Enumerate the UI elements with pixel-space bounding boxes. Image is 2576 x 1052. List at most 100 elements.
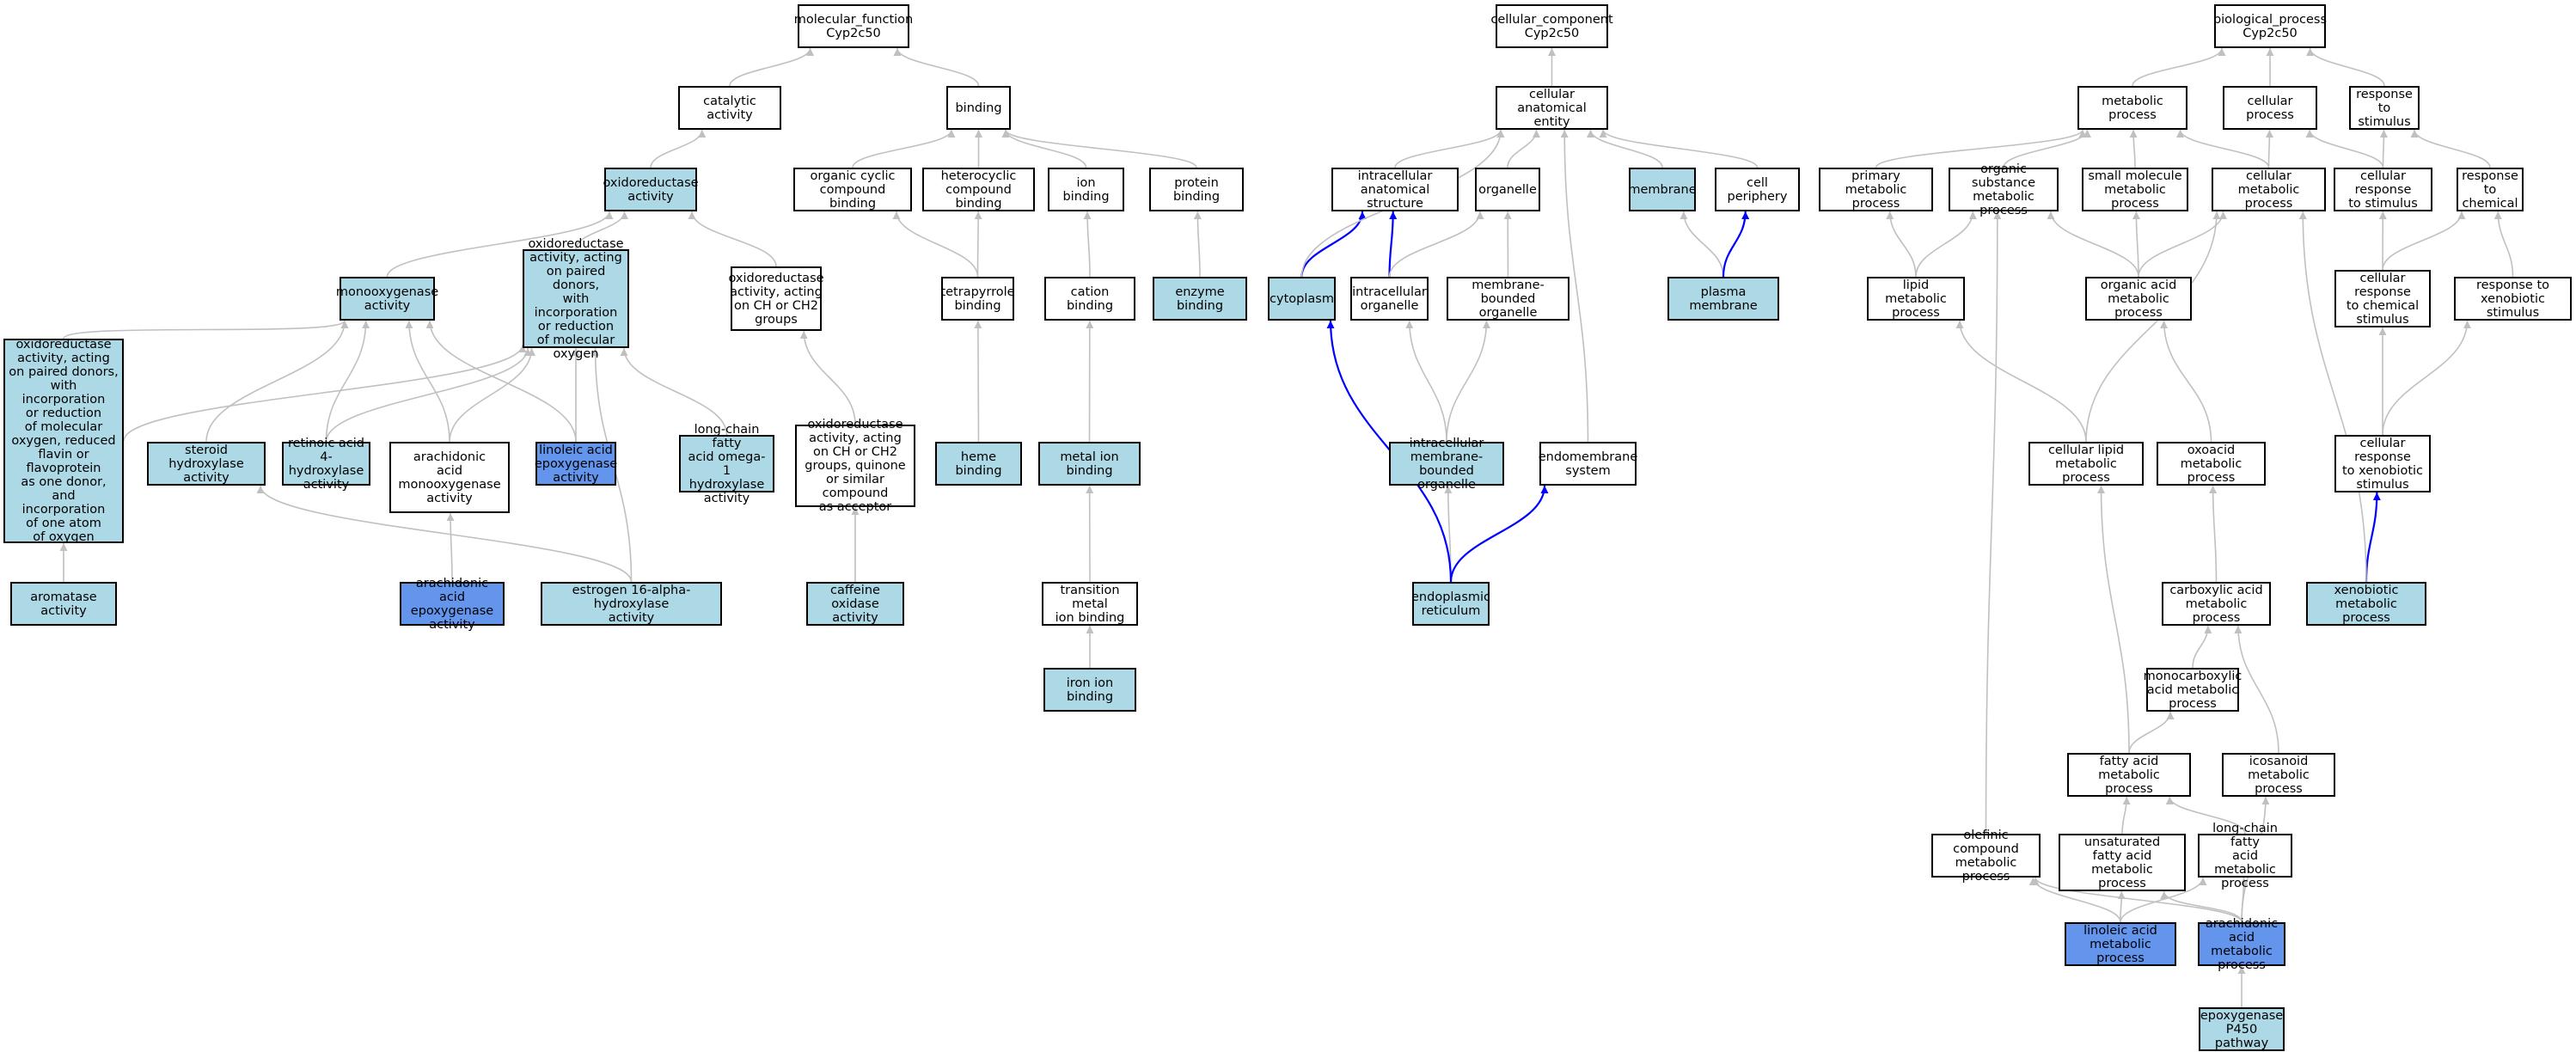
go-term-node[interactable]: molecular_function Cyp2c50: [794, 4, 913, 48]
is-a-edge: [1915, 211, 1977, 278]
is-a-edge: [974, 320, 982, 443]
go-term-node[interactable]: heterocyclic compound binding: [922, 168, 1035, 211]
go-term-node[interactable]: cellular response to chemical stimulus: [2334, 270, 2431, 327]
is-a-edge: [2047, 211, 2139, 278]
is-a-edge: [1560, 129, 1589, 443]
is-a-edge: [405, 320, 450, 443]
go-term-node[interactable]: response to stimulus: [2349, 86, 2420, 130]
go-term-node[interactable]: organic substance metabolic process: [1949, 162, 2059, 217]
go-term-node[interactable]: oxidoreductase activity, acting on paire…: [3, 338, 124, 544]
go-term-node[interactable]: oxidoreductase activity: [603, 168, 699, 211]
go-term-node[interactable]: cellular metabolic process: [2212, 168, 2326, 211]
go-term-node[interactable]: organic cyclic compound binding: [793, 168, 912, 211]
go-term-node[interactable]: cellular_component Cyp2c50: [1490, 4, 1613, 48]
go-term-node[interactable]: primary metabolic process: [1819, 168, 1933, 211]
is-a-edge: [2117, 890, 2126, 923]
go-term-node[interactable]: response to xenobiotic stimulus: [2454, 277, 2572, 321]
go-term-node[interactable]: monocarboxylic acid metabolic process: [2143, 668, 2243, 712]
go-term-node[interactable]: cytoplasm: [1268, 277, 1336, 321]
is-a-edge: [1405, 320, 1447, 443]
is-a-edge: [1507, 129, 1540, 168]
is-a-edge: [1001, 129, 1087, 168]
is-a-edge: [1388, 211, 1398, 278]
is-a-edge: [2120, 877, 2207, 923]
go-term-node[interactable]: intracellular anatomical structure: [1331, 168, 1459, 211]
go-term-node[interactable]: cellular process: [2223, 86, 2317, 130]
go-term-node[interactable]: protein binding: [1149, 168, 1244, 211]
is-a-edge: [1388, 211, 1484, 278]
is-a-edge: [2176, 129, 2270, 168]
go-term-node[interactable]: cellular response to stimulus: [2334, 168, 2432, 211]
go-term-node[interactable]: iron ion binding: [1043, 668, 1136, 712]
is-a-edge: [1886, 211, 1917, 278]
go-term-node[interactable]: aromatase activity: [10, 582, 117, 626]
go-term-node[interactable]: estrogen 16-alpha-hydroxylase activity: [541, 582, 722, 626]
go-term-node[interactable]: endomembrane system: [1539, 442, 1637, 486]
go-term-node[interactable]: metabolic process: [2077, 86, 2187, 130]
go-term-node[interactable]: biological_process Cyp2c50: [2213, 4, 2327, 48]
go-term-node[interactable]: unsaturated fatty acid metabolic process: [2059, 834, 2186, 891]
is-a-edge: [2165, 796, 2246, 835]
go-term-node[interactable]: response to chemical: [2457, 168, 2524, 211]
go-term-node[interactable]: cellular lipid metabolic process: [2028, 442, 2144, 486]
go-term-node[interactable]: retinoic acid 4-hydroxylase activity: [282, 437, 370, 492]
go-term-node[interactable]: arachidonic acid metabolic process: [2198, 917, 2285, 972]
is-a-edge: [852, 129, 956, 168]
is-a-edge: [2209, 485, 2218, 583]
is-a-edge: [2097, 485, 2130, 754]
go-term-node[interactable]: ion binding: [1048, 168, 1124, 211]
go-term-node[interactable]: long-chain fatty acid omega-1 hydroxylas…: [679, 423, 774, 505]
go-term-node[interactable]: olefinic compound metabolic process: [1931, 829, 2041, 884]
go-term-node[interactable]: plasma membrane: [1667, 277, 1779, 321]
go-term-node[interactable]: oxidoreductase activity, acting on CH or…: [795, 418, 915, 514]
go-term-node[interactable]: monooxygenase activity: [336, 277, 438, 321]
go-term-node[interactable]: heme binding: [935, 442, 1022, 486]
go-term-node[interactable]: cellular response to xenobiotic stimulus: [2334, 435, 2431, 492]
go-term-node[interactable]: binding: [946, 86, 1011, 130]
go-term-node[interactable]: caffeine oxidase activity: [806, 582, 904, 626]
go-term-node[interactable]: cellular anatomical entity: [1496, 86, 1608, 130]
go-term-node[interactable]: small molecule metabolic process: [2082, 168, 2188, 211]
go-term-node[interactable]: oxoacid metabolic process: [2157, 442, 2266, 486]
go-term-node[interactable]: transition metal ion binding: [1042, 582, 1138, 626]
go-term-node[interactable]: oxidoreductase activity, acting on paire…: [523, 237, 629, 361]
is-a-edge: [2298, 211, 2367, 583]
is-a-edge: [2031, 877, 2243, 923]
go-term-node[interactable]: fatty acid metabolic process: [2067, 753, 2191, 797]
go-term-node[interactable]: carboxylic acid metabolic process: [2162, 582, 2271, 626]
go-term-node[interactable]: tetrapyrrole binding: [940, 277, 1015, 321]
go-term-node[interactable]: long-chain fatty acid metabolic process: [2198, 822, 2292, 890]
is-a-edge: [2379, 129, 2388, 168]
is-a-edge: [2192, 625, 2212, 669]
go-term-node[interactable]: intracellular membrane-bounded organelle: [1389, 437, 1504, 492]
go-term-node[interactable]: oxidoreductase activity, acting on CH or…: [728, 266, 824, 331]
go-term-node[interactable]: membrane-bounded organelle: [1447, 277, 1569, 321]
is-a-edge: [2493, 211, 2514, 278]
go-term-node[interactable]: metal ion binding: [1038, 442, 1141, 486]
go-term-node[interactable]: membrane: [1628, 168, 1697, 211]
go-term-node[interactable]: enzyme binding: [1153, 277, 1247, 321]
go-term-node[interactable]: organic acid metabolic process: [2085, 277, 2192, 321]
go-term-node[interactable]: linoleic acid epoxygenase activity: [534, 442, 618, 486]
go-term-node[interactable]: intracellular organelle: [1350, 277, 1429, 321]
go-term-node[interactable]: organelle: [1475, 168, 1540, 211]
go-term-node[interactable]: steroid hydroxylase activity: [147, 442, 266, 486]
go-term-node[interactable]: catalytic activity: [678, 86, 781, 130]
go-term-node[interactable]: endoplasmic reticulum: [1411, 582, 1490, 626]
is-a-edge: [893, 47, 980, 87]
go-term-node[interactable]: arachidonic acid epoxygenase activity: [400, 577, 505, 632]
go-term-node[interactable]: linoleic acid metabolic process: [2065, 922, 2176, 966]
go-term-node[interactable]: lipid metabolic process: [1867, 277, 1965, 321]
go-term-node[interactable]: xenobiotic metabolic process: [2306, 582, 2426, 626]
go-term-node[interactable]: cell periphery: [1715, 168, 1800, 211]
go-term-node[interactable]: arachidonic acid monooxygenase activity: [389, 442, 510, 513]
is-a-edge: [425, 320, 577, 443]
go-term-node[interactable]: cation binding: [1044, 277, 1135, 321]
is-a-edge: [974, 211, 982, 278]
is-a-edge: [1875, 129, 2087, 168]
is-a-edge: [2305, 129, 2384, 168]
go-term-node[interactable]: epoxygenase P450 pathway: [2199, 1007, 2285, 1051]
go-term-node[interactable]: icosanoid metabolic process: [2222, 753, 2335, 797]
is-a-edge: [1955, 320, 2087, 443]
